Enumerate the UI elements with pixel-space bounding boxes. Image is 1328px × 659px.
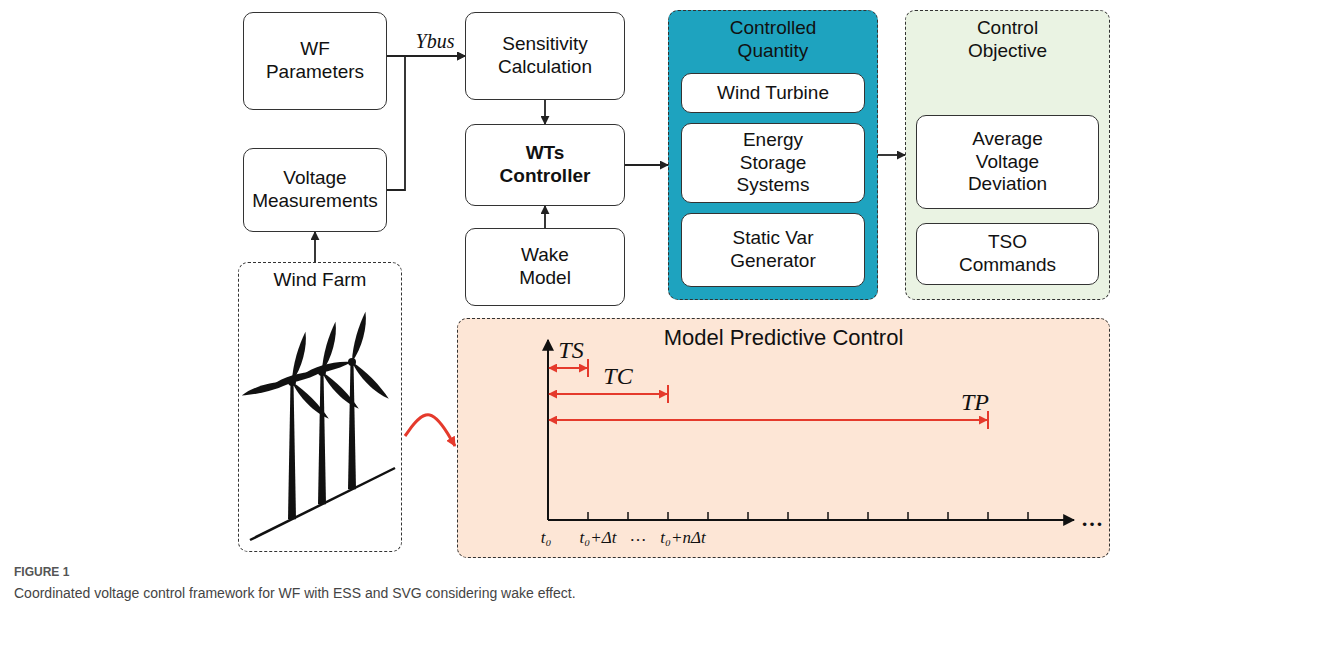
group-title: Control Objective — [953, 17, 1063, 63]
objective-box: TSO Commands — [916, 223, 1099, 285]
wind-farm-frame: Wind Farm — [238, 262, 402, 552]
controller-box: WTs Controller — [465, 124, 625, 206]
box-label: Energy Storage Systems — [723, 129, 823, 197]
time-symbol: TP — [961, 389, 989, 415]
wind-turbines — [241, 311, 395, 540]
group-title: Model Predictive Control — [664, 325, 904, 351]
item-box: Static Var Generator — [681, 213, 865, 287]
region-fill — [457, 318, 1110, 558]
box-label: Static Var Generator — [718, 227, 828, 273]
process-box: Sensitivity Calculation — [465, 12, 625, 100]
box-label: Average Voltage Deviation — [958, 128, 1058, 196]
input-box: Voltage Measurements — [243, 148, 387, 232]
objective-box: Average Voltage Deviation — [916, 115, 1099, 209]
box-label: WF Parameters — [255, 38, 375, 84]
time-symbol: TS — [558, 337, 583, 363]
time-axis — [548, 340, 1074, 520]
edge-label: Ybus — [414, 30, 457, 53]
box-label: TSO Commands — [953, 231, 1063, 277]
region-fill — [238, 262, 402, 552]
connector-arrow — [387, 56, 465, 190]
connector-arrow — [878, 154, 905, 156]
connector-arrow — [314, 232, 316, 262]
connector-arrow — [544, 100, 546, 124]
tick-label: t₀+nΔt — [660, 529, 705, 548]
item-box: Energy Storage Systems — [681, 123, 865, 203]
group-title: Wind Farm — [274, 269, 367, 292]
connector-arrow — [544, 206, 546, 228]
ellipsis: … — [630, 527, 647, 546]
figure-caption: Coordinated voltage control framework fo… — [14, 586, 576, 601]
time-symbol: TC — [603, 363, 632, 389]
connector-arrow — [625, 164, 668, 166]
box-label: Wind Turbine — [717, 82, 829, 105]
box-label: Sensitivity Calculation — [485, 33, 605, 79]
box-label: Wake Model — [500, 244, 590, 290]
model-box: Wake Model — [465, 228, 625, 306]
ellipsis: … — [1081, 507, 1103, 531]
input-box: WF Parameters — [243, 12, 387, 110]
figure-number: FIGURE 1 — [14, 566, 69, 579]
item-box: Wind Turbine — [681, 73, 865, 113]
tick-label: t₀ — [541, 529, 552, 548]
group-band: Control ObjectiveAverage Voltage Deviati… — [905, 10, 1110, 300]
group-title: Controlled Quantity — [713, 17, 833, 63]
tick-label: t₀+Δt — [580, 529, 617, 548]
connector-arrow — [405, 415, 455, 446]
box-label: WTs Controller — [490, 142, 600, 188]
group-band: Controlled QuantityWind TurbineEnergy St… — [668, 10, 878, 300]
mpc-region: Model Predictive Control — [457, 318, 1110, 558]
box-label: Voltage Measurements — [252, 167, 378, 213]
